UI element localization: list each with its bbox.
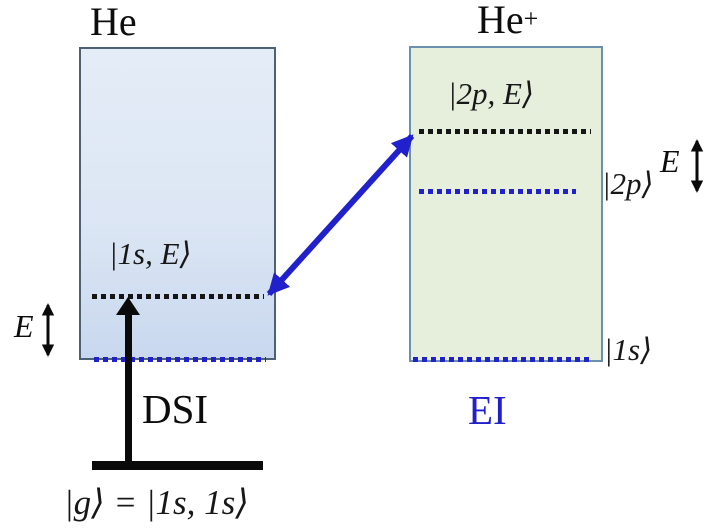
ei-coupling-arrow-icon (266, 133, 415, 297)
he-ionization-threshold-line (94, 357, 266, 362)
heplus-continuum-level-label: |2p, E⟩ (448, 76, 535, 111)
ground-state-line (92, 461, 263, 470)
dsi-transition-label: DSI (142, 386, 209, 432)
heplus-panel-box (409, 46, 603, 362)
ground-state-label: |g⟩ = |1s, 1s⟩ (64, 483, 249, 522)
energy-span-label-left: E (14, 308, 34, 344)
he-panel-box (79, 47, 276, 360)
dsi-arrow-head-icon (116, 297, 140, 315)
heplus-1s-level-line (413, 357, 590, 362)
heplus-panel-title: He+ (477, 0, 538, 40)
he-continuum-level-line (92, 294, 264, 299)
heplus-2p-level-label: |2p⟩ (602, 166, 654, 201)
energy-span-arrow-left-icon (41, 303, 55, 357)
heplus-title-base: He (477, 0, 524, 42)
heplus-title-sup: + (523, 4, 539, 33)
heplus-1s-level-label: |1s⟩ (604, 332, 653, 367)
heplus-2p-level-line (419, 189, 576, 194)
ei-transition-label: EI (468, 387, 507, 433)
energy-span-label-right: E (660, 143, 680, 179)
energy-span-arrow-right-icon (690, 139, 704, 193)
he-continuum-level-label: |1s, E⟩ (109, 236, 192, 271)
heplus-continuum-level-line (419, 129, 591, 134)
he-panel-title: He (90, 0, 137, 44)
dsi-arrow-shaft (125, 312, 132, 463)
